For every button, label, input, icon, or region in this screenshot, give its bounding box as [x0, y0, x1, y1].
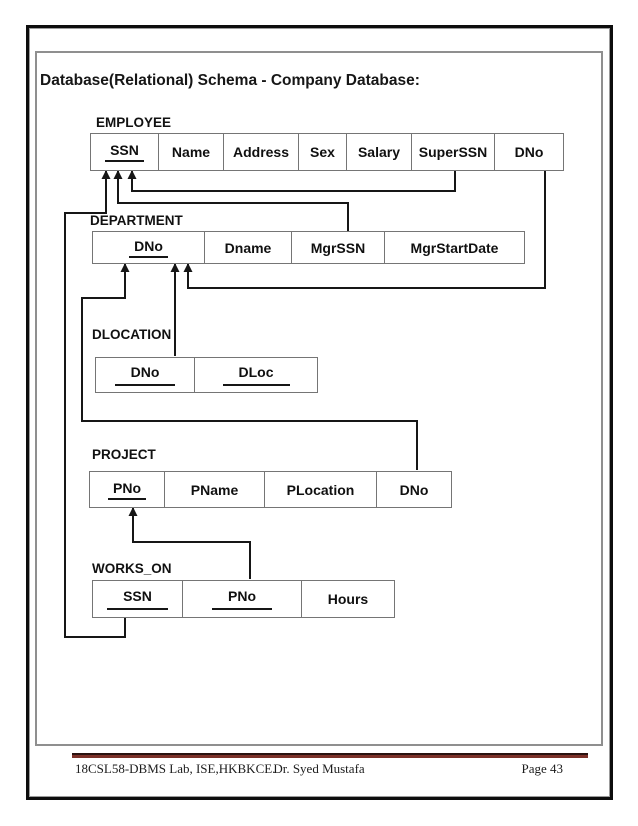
column-label: Sex	[310, 144, 335, 160]
column-label: Address	[232, 144, 290, 160]
column-label: MgrSSN	[310, 239, 366, 256]
table-title-employee: EMPLOYEE	[96, 115, 172, 130]
column-project-pname: PName	[164, 472, 264, 507]
column-employee-address: Address	[223, 134, 298, 170]
primary-key-label: DNo	[114, 364, 176, 386]
column-project-pno: PNo	[90, 472, 164, 507]
column-project-plocation: PLocation	[264, 472, 376, 507]
column-department-mgrstartdate: MgrStartDate	[384, 232, 524, 263]
column-works_on-pno: PNo	[182, 581, 301, 617]
table-title-project: PROJECT	[92, 447, 156, 462]
table-title-dlocation: DLOCATION	[92, 327, 172, 342]
column-dlocation-dno: DNo	[96, 358, 194, 392]
column-employee-name: Name	[158, 134, 223, 170]
page-title: Database(Relational) Schema - Company Da…	[40, 72, 420, 89]
column-label: MgrStartDate	[410, 239, 499, 256]
primary-key-label: PNo	[108, 480, 146, 500]
column-employee-ssn: SSN	[91, 134, 158, 170]
table-employee: SSN Name Address Sex Salary SuperSSN DNo	[90, 133, 564, 171]
table-project: PNo PName PLocation DNo	[89, 471, 452, 508]
primary-key-label: PNo	[212, 588, 272, 610]
table-department: DNo Dname MgrSSN MgrStartDate	[92, 231, 525, 264]
primary-key-label: DLoc	[222, 364, 290, 386]
column-label: Name	[171, 144, 211, 160]
column-label: SuperSSN	[418, 144, 488, 160]
table-dlocation: DNo DLoc	[95, 357, 318, 393]
column-department-mgrssn: MgrSSN	[291, 232, 384, 263]
table-works_on: SSN PNo Hours	[92, 580, 395, 618]
column-label: PLocation	[286, 481, 355, 498]
column-label: PName	[190, 481, 239, 498]
column-employee-sex: Sex	[298, 134, 346, 170]
column-works_on-ssn: SSN	[93, 581, 182, 617]
footer-page-number: Page 43	[521, 761, 563, 776]
footer-author-label: Dr. Syed Mustafa	[273, 761, 365, 776]
primary-key-label: SSN	[105, 142, 144, 162]
column-employee-dno: DNo	[494, 134, 563, 170]
column-label: DNo	[514, 144, 544, 160]
column-employee-superssn: SuperSSN	[411, 134, 494, 170]
column-department-dno: DNo	[93, 232, 204, 263]
primary-key-label: DNo	[129, 238, 168, 258]
primary-key-label: SSN	[107, 588, 168, 610]
column-label: Dname	[224, 239, 272, 256]
table-title-works_on: WORKS_ON	[92, 561, 172, 576]
column-label: Salary	[357, 144, 401, 160]
column-works_on-hours: Hours	[301, 581, 394, 617]
column-label: Hours	[327, 591, 369, 607]
column-employee-salary: Salary	[346, 134, 411, 170]
column-department-dname: Dname	[204, 232, 291, 263]
column-label: DNo	[399, 481, 429, 498]
column-project-dno: DNo	[376, 472, 451, 507]
footer-accent-rule	[72, 753, 588, 758]
column-dlocation-dloc: DLoc	[194, 358, 317, 392]
table-title-department: DEPARTMENT	[90, 213, 183, 228]
footer-lab-label: 18CSL58-DBMS Lab, ISE,HKBKCE.	[75, 761, 276, 776]
